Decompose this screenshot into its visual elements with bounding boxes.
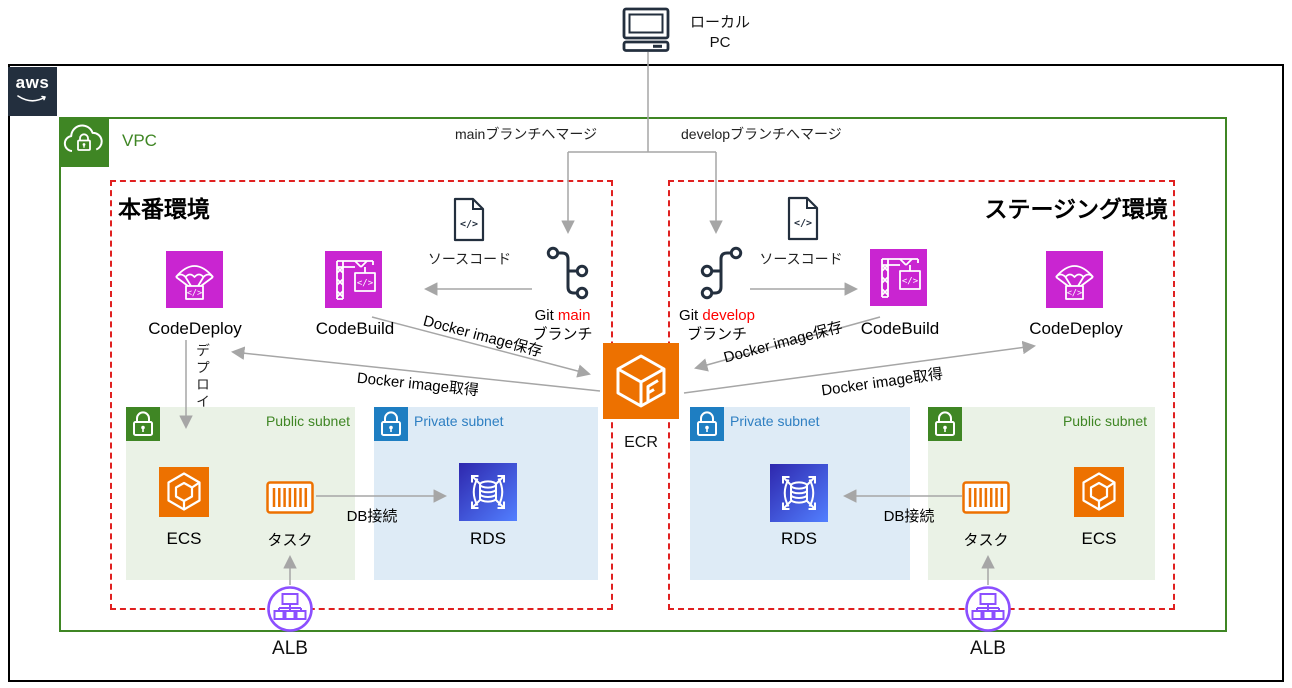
stag-codebuild-label: CodeBuild <box>860 319 940 338</box>
local-pc-label: ローカル PC <box>676 13 764 54</box>
svg-text:</>: </> <box>187 289 202 299</box>
prod-private-subnet-icon <box>374 407 408 441</box>
stag-db-connect-label: DB接続 <box>883 508 935 525</box>
prod-ecs-label: ECS <box>166 529 202 548</box>
merge-develop-label: developブランチへマージ <box>681 126 842 142</box>
stag-public-subnet-icon <box>928 407 962 441</box>
arrow-docker-save-left <box>371 316 591 378</box>
stag-codebuild-icon: </> <box>870 249 927 306</box>
arrow-docker-get-left <box>230 346 601 392</box>
prod-db-connect-label: DB接続 <box>346 508 398 525</box>
stag-codedeploy-icon: </> <box>1046 251 1103 308</box>
stag-task-icon <box>962 481 1010 514</box>
stag-git-branch-icon <box>700 246 743 300</box>
stag-git-branch-name: develop <box>702 307 755 324</box>
staging-title: ステージング環境 <box>984 196 1168 222</box>
prod-codebuild-label: CodeBuild <box>315 319 395 338</box>
stag-git-prefix: Git <box>679 307 699 324</box>
arrow-docker-save-right <box>694 316 881 372</box>
production-title: 本番環境 <box>118 196 210 222</box>
vpc-boundary <box>59 117 1227 632</box>
vpc-label: VPC <box>122 131 157 150</box>
prod-codebuild-icon: </> <box>325 251 382 308</box>
prod-git-prefix: Git <box>534 307 554 324</box>
stag-codedeploy-label: CodeDeploy <box>1029 319 1123 338</box>
aws-smile-icon <box>16 95 46 102</box>
prod-codedeploy-label: CodeDeploy <box>148 319 242 338</box>
stag-alb-label: ALB <box>970 638 1006 659</box>
merge-main-label: mainブランチへマージ <box>455 126 598 142</box>
prod-deploy-label: デプロイ <box>195 343 211 411</box>
prod-task-label: タスク <box>267 532 313 549</box>
prod-private-subnet-label: Private subnet <box>414 413 504 429</box>
local-pc-label-line1: ローカル <box>689 14 750 31</box>
prod-alb-icon <box>267 586 313 632</box>
prod-git-branch-label: Git main ブランチ <box>510 307 615 345</box>
svg-text:</>: </> <box>902 277 919 287</box>
local-pc-icon <box>622 7 670 52</box>
stag-source-code-label: ソースコード <box>759 251 843 267</box>
stag-git-suffix: ブランチ <box>686 325 747 343</box>
prod-git-branch-name: main <box>557 307 591 324</box>
prod-public-subnet-icon <box>126 407 160 441</box>
stag-rds-label: RDS <box>781 529 817 548</box>
stag-public-subnet-label: Public subnet <box>1062 413 1147 429</box>
prod-git-branch-icon <box>546 246 589 300</box>
prod-codedeploy-icon: </> <box>166 251 223 308</box>
stag-rds-icon <box>770 464 828 522</box>
stag-private-subnet-icon <box>690 407 724 441</box>
prod-task-icon <box>266 481 314 514</box>
stag-task-label: タスク <box>963 532 1009 549</box>
prod-rds-label: RDS <box>470 529 506 548</box>
prod-source-code-label: ソースコード <box>427 251 512 267</box>
aws-logo-text: aws <box>15 73 50 92</box>
local-pc-label-line2: PC <box>709 34 731 52</box>
svg-text:</>: </> <box>460 219 478 230</box>
vpc-icon <box>59 117 109 167</box>
arrow-docker-get-right <box>683 340 1037 394</box>
svg-text:</>: </> <box>1067 289 1082 299</box>
stag-ecs-label: ECS <box>1081 529 1117 548</box>
outer-frame <box>8 64 1284 682</box>
stag-private-subnet-label: Private subnet <box>730 413 820 429</box>
ecr-label: ECR <box>624 434 658 451</box>
prod-git-suffix: ブランチ <box>532 325 593 343</box>
prod-source-file-icon: </> <box>453 197 485 242</box>
svg-text:</>: </> <box>357 279 374 289</box>
stag-source-file-icon: </> <box>787 196 819 241</box>
ecr-icon <box>603 343 679 419</box>
stag-alb-icon <box>965 586 1011 632</box>
prod-public-subnet-label: Public subnet <box>265 413 350 429</box>
prod-alb-label: ALB <box>272 638 308 659</box>
stag-git-branch-label: Git develop ブランチ <box>652 307 782 345</box>
stag-ecs-icon <box>1074 467 1124 517</box>
prod-rds-icon <box>459 463 517 521</box>
aws-logo: aws <box>8 67 57 116</box>
prod-ecs-icon <box>159 467 209 517</box>
svg-text:</>: </> <box>794 218 812 229</box>
